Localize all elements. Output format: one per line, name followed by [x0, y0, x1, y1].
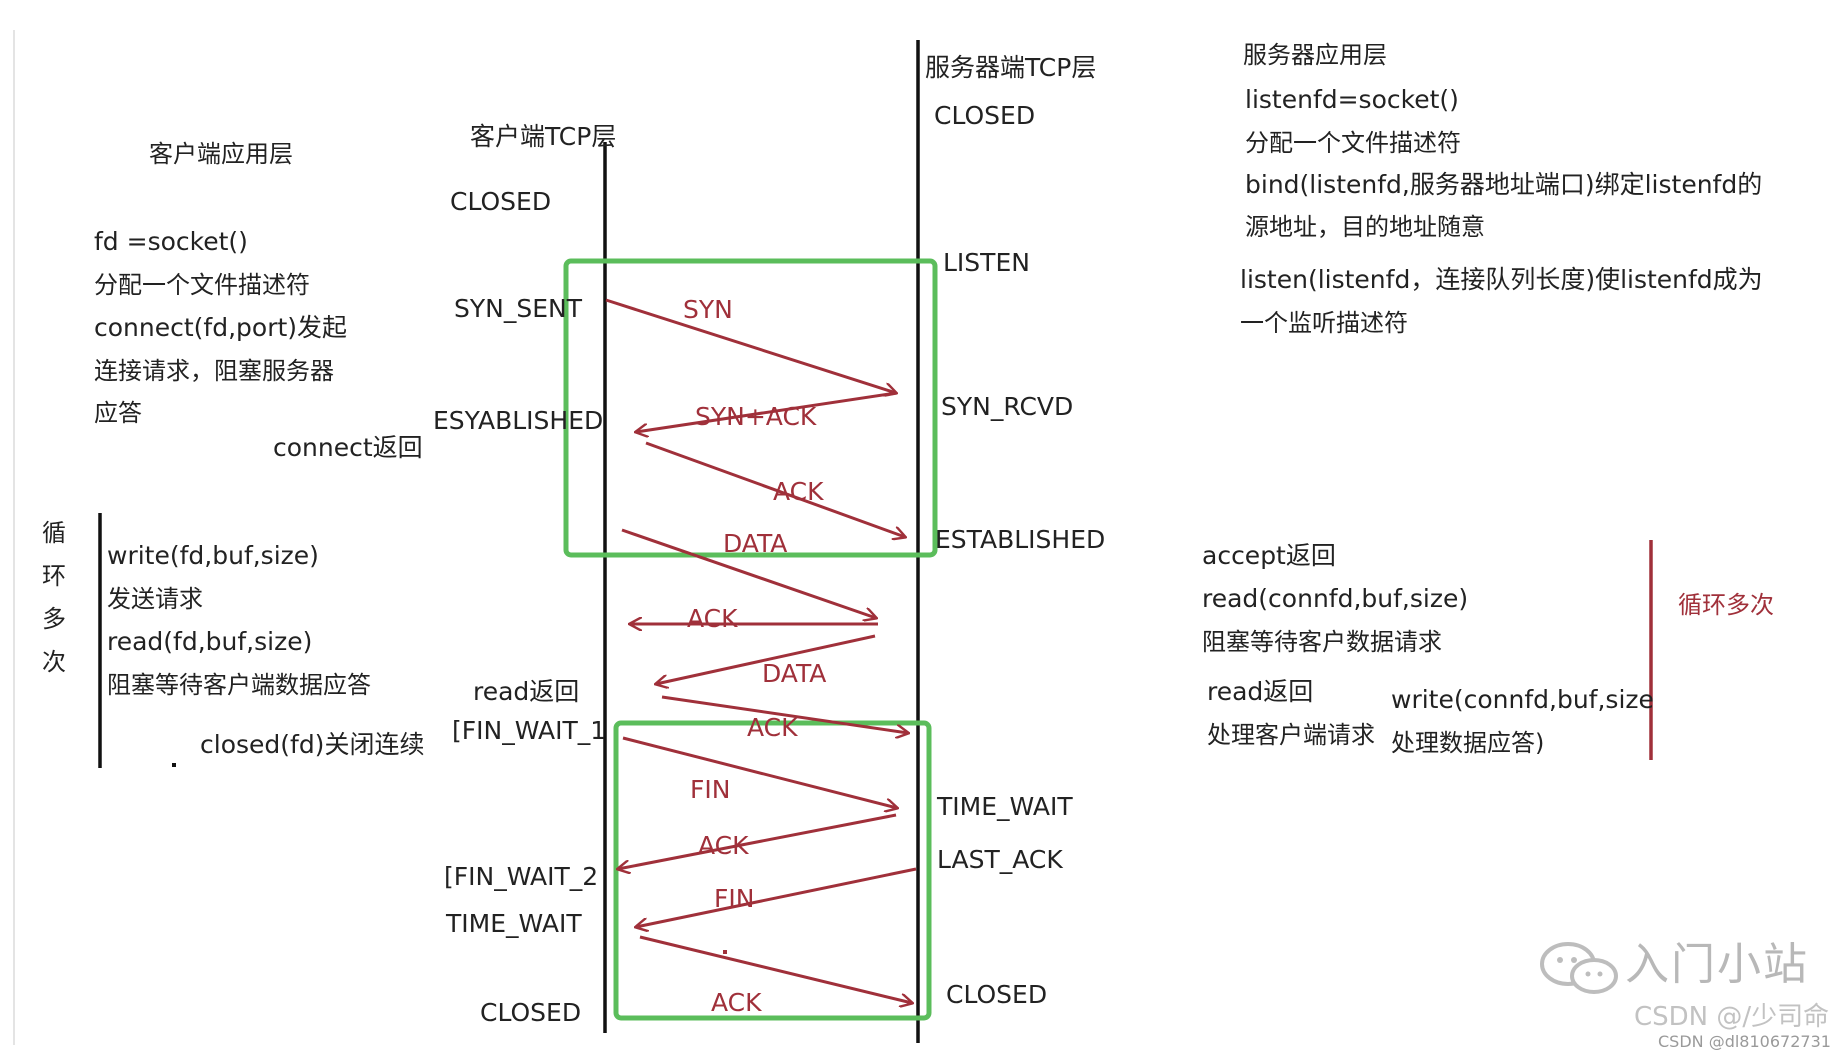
server-app-line: 源地址，目的地址随意	[1245, 213, 1485, 241]
server-loop-line: 处理客户端请求	[1207, 721, 1375, 749]
server-state: LAST_ACK	[937, 845, 1063, 874]
server-loop-line: read返回	[1207, 677, 1314, 706]
loop-char: 循	[42, 519, 66, 547]
server-write-line: write(connfd,buf,size	[1391, 685, 1654, 714]
client-loop-line: write(fd,buf,size)	[107, 541, 319, 570]
client-app-line: fd =socket()	[94, 227, 248, 256]
server-loop-label: 循环多次	[1678, 591, 1774, 619]
server-loop-line: 阻塞等待客户数据请求	[1202, 628, 1442, 656]
data-request-arrow	[621, 528, 876, 618]
server-state: CLOSED	[934, 101, 1036, 130]
loop-char: 次	[42, 648, 66, 676]
server-write-line: 处理数据应答)	[1391, 729, 1545, 757]
client-loop-line: 发送请求	[107, 585, 203, 613]
client-close-line: closed(fd)关闭连续	[200, 730, 425, 759]
dot-mark	[172, 763, 176, 767]
server-app-line: 分配一个文件描述符	[1245, 129, 1461, 157]
message-label: ACK	[698, 831, 749, 860]
server-state: ESTABLISHED	[935, 525, 1106, 554]
watermark-csdn-handle: CSDN @/少司命	[1634, 1002, 1830, 1032]
loop-char: 多	[42, 605, 66, 633]
client-state: CLOSED	[450, 187, 552, 216]
server-loop-line: read(connfd,buf,size)	[1202, 584, 1469, 613]
client-loop-line: read(fd,buf,size)	[107, 627, 313, 656]
syn-arrow	[605, 298, 896, 393]
message-label: ACK	[747, 713, 798, 742]
fin1-ack-arrow	[618, 813, 897, 869]
server-app-title: 服务器应用层	[1243, 41, 1387, 69]
server-tcp-title: 服务器端TCP层	[925, 53, 1097, 82]
message-label: ACK	[687, 604, 738, 633]
wechat-icon	[1540, 942, 1618, 994]
server-app-line: bind(listenfd,服务器地址端口)绑定listenfd的	[1245, 170, 1763, 199]
server-app-line: 一个监听描述符	[1240, 309, 1408, 337]
client-tcp-title: 客户端TCP层	[470, 122, 617, 151]
server-app-line: listen(listenfd，连接队列长度)使listenfd成为	[1240, 265, 1763, 294]
message-label: DATA	[723, 529, 788, 558]
message-label: ACK	[773, 477, 824, 506]
server-loop-line: accept返回	[1202, 541, 1336, 570]
fin1-arrow	[622, 736, 897, 808]
client-app-line: 应答	[94, 399, 142, 427]
client-state: TIME_WAIT	[446, 909, 582, 938]
server-state: TIME_WAIT	[937, 792, 1073, 821]
watermark-csdn-user: CSDN @dl810672731	[1658, 1032, 1831, 1051]
fin2-ack-arrow	[639, 935, 912, 1003]
server-state: SYN_RCVD	[941, 392, 1074, 421]
message-label: FIN	[690, 775, 731, 804]
client-state: ESYABLISHED	[433, 406, 604, 435]
dot-mark-red	[723, 950, 727, 954]
server-state: LISTEN	[943, 248, 1030, 277]
server-app-line: listenfd=socket()	[1245, 85, 1459, 114]
message-label: ACK	[711, 988, 762, 1017]
watermark-brand: 入门小站	[1625, 939, 1809, 990]
connect-return-label: connect返回	[273, 433, 423, 462]
data-response-arrow	[656, 634, 876, 684]
message-label: SYN+ACK	[695, 402, 817, 431]
client-state: CLOSED	[480, 998, 582, 1027]
client-state: [FIN_WAIT_1	[452, 716, 607, 745]
message-label: SYN	[683, 295, 733, 324]
handshake-box	[563, 258, 938, 558]
ack-arrow	[645, 441, 905, 537]
server-state: CLOSED	[946, 980, 1048, 1009]
loop-char: 环	[42, 562, 66, 590]
client-state: [FIN_WAIT_2	[444, 862, 599, 891]
message-label: FIN	[714, 884, 755, 913]
message-label: DATA	[762, 659, 827, 688]
client-loop-line: 阻塞等待客户端数据应答	[107, 671, 371, 699]
teardown-box	[613, 720, 932, 1021]
client-app-line: connect(fd,port)发起	[94, 313, 348, 342]
client-app-line: 连接请求，阻塞服务器	[94, 357, 334, 385]
client-app-title: 客户端应用层	[149, 140, 293, 168]
client-state: SYN_SENT	[454, 294, 582, 323]
fin2-arrow	[636, 867, 917, 927]
client-app-line: 分配一个文件描述符	[94, 271, 310, 299]
client-state: read返回	[473, 677, 580, 706]
data-response-ack-arrow	[661, 695, 908, 733]
syn-ack-arrow	[636, 391, 897, 432]
